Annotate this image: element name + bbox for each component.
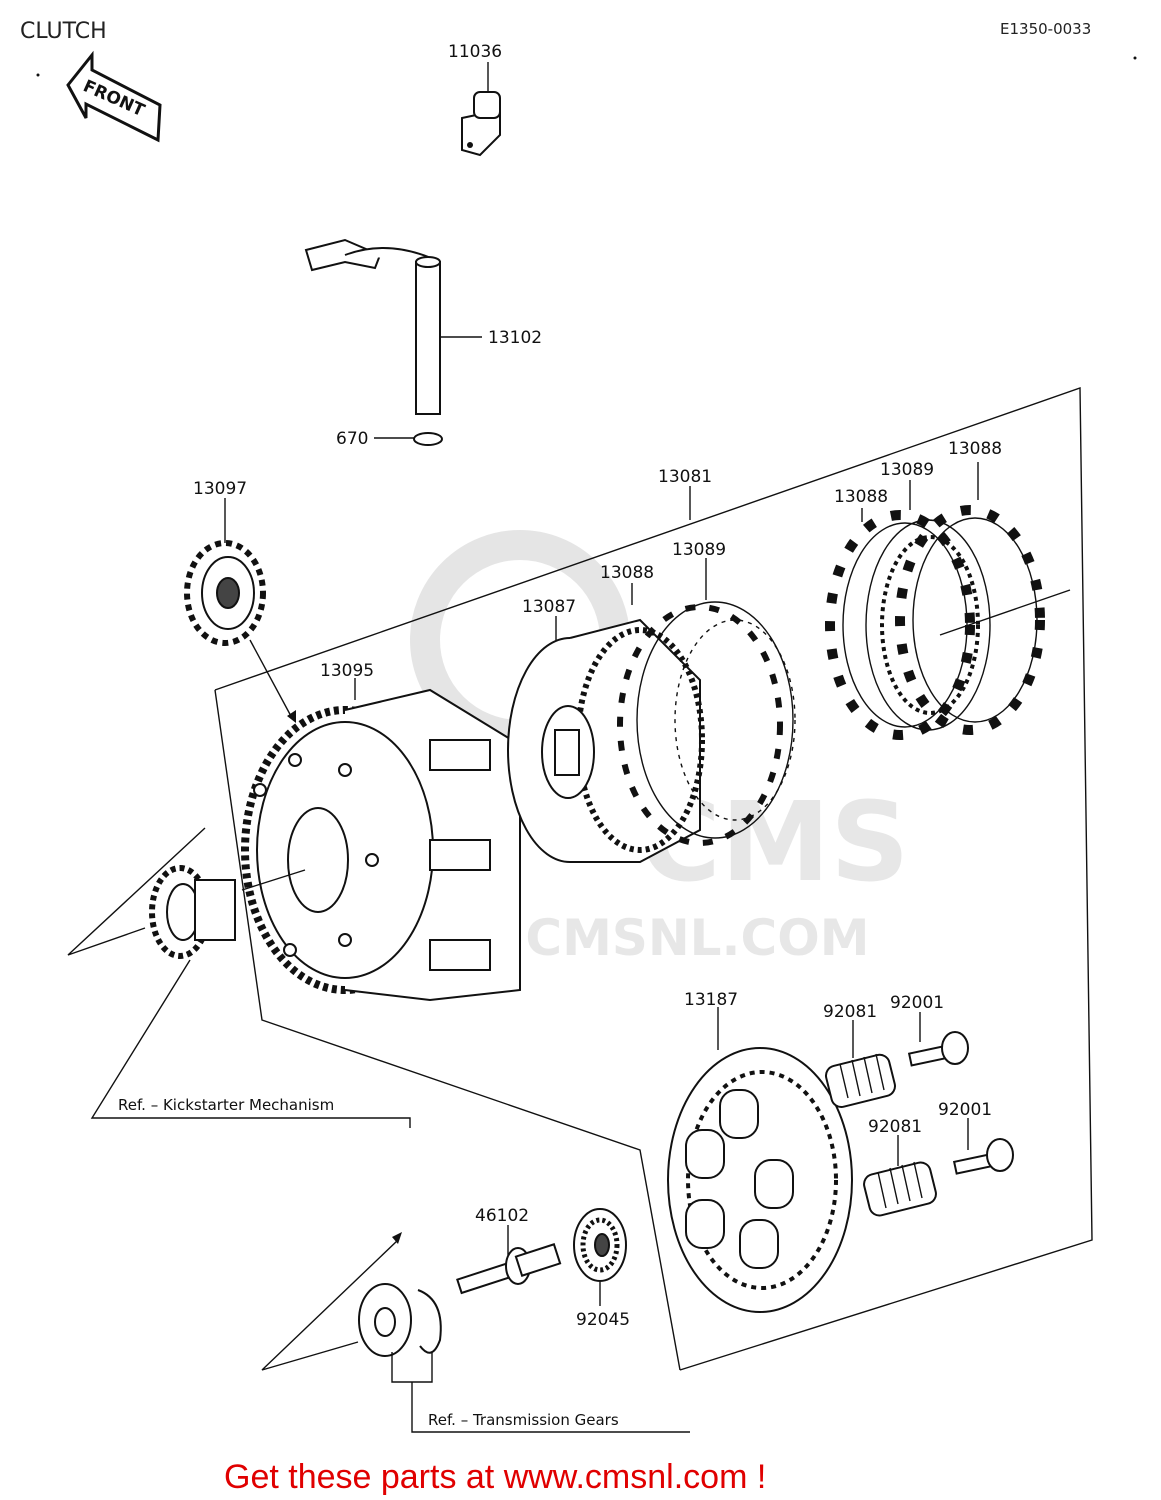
diagram-code: E1350-0033	[1000, 20, 1091, 38]
part-13102-clutch-shaft	[304, 238, 441, 415]
outer-plate-stack	[825, 505, 1045, 740]
assembly-outline	[214, 387, 1093, 1371]
ref-transmission-gears: Ref. – Transmission Gears	[428, 1411, 619, 1429]
transmission-washer	[358, 1283, 412, 1357]
part-670-washer	[413, 432, 443, 446]
part-13095-clutch-housing	[241, 688, 521, 1002]
part-92001-bolt-a	[907, 1031, 969, 1067]
label-13081: 13081	[658, 467, 712, 487]
part-13097-gear	[184, 540, 266, 646]
part-92081-spring-b	[863, 1161, 937, 1217]
label-13097: 13097	[193, 479, 247, 499]
inner-plate-pair	[617, 601, 796, 846]
part-46102-push-rod	[456, 1243, 562, 1295]
part-13187-pressure-plate	[667, 1047, 853, 1313]
ref-kickstarter-mechanism: Ref. – Kickstarter Mechanism	[118, 1096, 334, 1114]
label-13088-a: 13088	[600, 563, 654, 583]
label-46102: 46102	[475, 1206, 529, 1226]
kickstarter-pinion-gear	[149, 865, 236, 959]
part-13087-clutch-hub	[507, 618, 705, 863]
part-92045-bearing	[573, 1208, 627, 1282]
label-11036: 11036	[448, 42, 502, 62]
label-92001-a: 92001	[890, 993, 944, 1013]
transmission-circlip	[417, 1289, 442, 1354]
page-title: CLUTCH	[20, 19, 107, 44]
label-92045: 92045	[576, 1310, 630, 1330]
front-arrow-icon: FRONT	[66, 50, 162, 143]
label-92001-b: 92001	[938, 1100, 992, 1120]
label-13089-b: 13089	[880, 460, 934, 480]
label-92081-a: 92081	[823, 1002, 877, 1022]
assembly-outline-lower	[214, 689, 681, 1371]
label-670: 670	[336, 429, 368, 449]
part-92081-spring-a	[824, 1053, 896, 1108]
label-13088-c: 13088	[948, 439, 1002, 459]
label-13095: 13095	[320, 661, 374, 681]
label-13187: 13187	[684, 990, 738, 1010]
label-13088-b: 13088	[834, 487, 888, 507]
label-13102: 13102	[488, 328, 542, 348]
label-13089-a: 13089	[672, 540, 726, 560]
label-13087: 13087	[522, 597, 576, 617]
part-11036-lever-bracket	[461, 91, 501, 157]
part-92001-bolt-b	[952, 1138, 1014, 1175]
footer-cta: Get these parts at www.cmsnl.com !	[224, 1458, 766, 1496]
label-92081-b: 92081	[868, 1117, 922, 1137]
